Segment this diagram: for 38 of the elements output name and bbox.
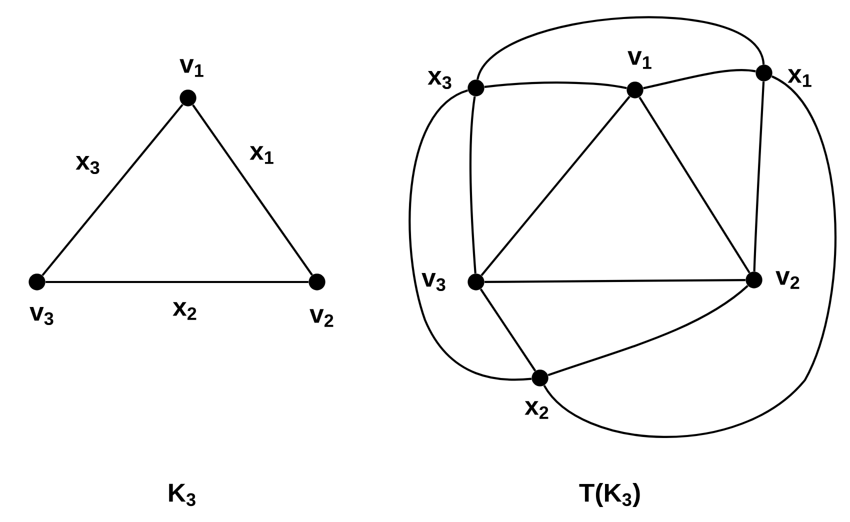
graph-edge	[638, 96, 750, 274]
graph-caption: K$_{3}$	[169, 484, 196, 506]
graph-edge	[408, 89, 532, 381]
graph-edge	[484, 279, 746, 283]
vertex-label: v$_{1}$	[180, 59, 204, 77]
vertex-dot	[746, 272, 762, 288]
vertex-dot	[180, 90, 196, 106]
graph-edge	[476, 16, 765, 80]
graph-edge	[46, 280, 308, 284]
vertex-label: v$_{2}$	[310, 309, 334, 327]
vertex-label: v$_{3}$	[30, 306, 54, 326]
graph-edge	[480, 288, 536, 372]
vertex-dot	[532, 370, 548, 386]
graph-edge	[42, 104, 184, 276]
graph-edge	[753, 82, 765, 272]
graph-edge	[469, 96, 476, 274]
graph-edge	[548, 285, 748, 376]
vertex-dot	[308, 274, 326, 290]
vertex-label: x$_{2}$	[524, 401, 548, 419]
vertex-dot	[756, 64, 772, 82]
graph-edge	[643, 68, 756, 90]
vertex-dot	[468, 80, 484, 96]
vertex-label: v$_{1}$	[628, 51, 652, 69]
edge-label: x$_{1}$	[248, 145, 276, 165]
vertex-dot	[28, 274, 46, 290]
edge-label: x$_{2}$	[171, 300, 199, 322]
vertex-label: x$_{3}$	[428, 70, 452, 90]
vertex-dot	[468, 274, 484, 290]
graph-caption: T(K$_{3}$)	[579, 482, 640, 508]
vertex-label: v$_{2}$	[776, 271, 800, 289]
vertex-dot	[626, 82, 644, 98]
graph-edge	[543, 76, 836, 438]
vertex-label: x$_{1}$	[788, 69, 812, 87]
vertex-label: v$_{3}$	[422, 272, 446, 292]
edge-label: x$_{3}$	[74, 154, 102, 176]
graph-edge	[484, 82, 627, 90]
graph-edge	[480, 96, 630, 276]
graph-edge	[192, 104, 313, 276]
